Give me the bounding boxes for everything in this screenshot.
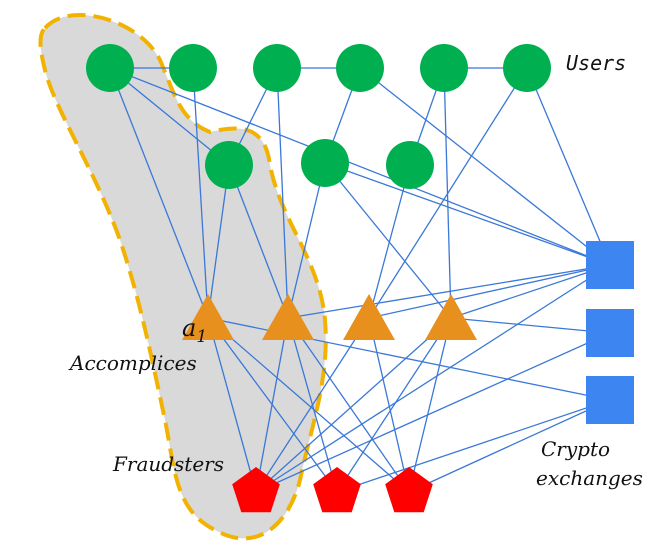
fraudster-node-f3 — [385, 467, 433, 513]
user-node-u5 — [420, 44, 468, 92]
edge-u4-e1 — [359, 67, 611, 266]
edge-a4-e1 — [450, 264, 611, 319]
a1-subscript-text: 1 — [196, 327, 207, 347]
edge-u1-a1 — [109, 67, 209, 319]
exchange-node-e2 — [586, 309, 634, 357]
edge-u6-e1 — [526, 67, 611, 266]
edge-f3-e3 — [408, 399, 611, 493]
edge-f1-e1 — [255, 264, 611, 493]
fraudsters-label: Fraudsters — [112, 452, 224, 476]
edge-u2-a1 — [192, 67, 209, 319]
edge-f1-e2 — [255, 332, 611, 493]
user-node-u4 — [336, 44, 384, 92]
edge-u7-a1 — [207, 164, 230, 319]
edge-a4-f1 — [255, 317, 452, 493]
edge-u8-e1 — [324, 162, 611, 266]
edge-u7-a2 — [228, 164, 289, 319]
edge-a3-f3 — [368, 317, 410, 493]
edge-a3-e1 — [368, 264, 611, 319]
crypto-exchanges-label-line2: exchanges — [536, 466, 643, 490]
exchange-node-e1 — [586, 241, 634, 289]
accomplice-node-a4 — [425, 294, 477, 340]
edge-u8-a2 — [287, 162, 326, 319]
edge-a2-f1 — [255, 317, 289, 493]
edge-u3-a2 — [276, 67, 289, 319]
user-node-u6 — [503, 44, 551, 92]
edge-u1-u7 — [109, 67, 230, 166]
accomplices-label: Accomplices — [68, 351, 197, 375]
edge-a2-f3 — [287, 317, 410, 493]
edge-a4-f2 — [336, 317, 452, 493]
edge-f2-e3 — [336, 399, 611, 493]
accomplice-node-a1 — [182, 294, 234, 340]
accomplice-a1-label: a1 — [182, 314, 207, 347]
accomplice-node-a3 — [343, 294, 395, 340]
edge-a1-f3 — [207, 317, 410, 493]
nodes-layer — [86, 44, 634, 513]
user-node-u7 — [205, 141, 253, 189]
fraudster-node-f2 — [313, 467, 361, 513]
edge-u6-a3 — [368, 67, 528, 319]
edge-u1-e1 — [109, 67, 611, 266]
crypto-exchanges-label-line1: Crypto — [541, 437, 610, 461]
edge-a1-f1 — [207, 317, 257, 493]
user-node-u9 — [386, 141, 434, 189]
fraud-group-region — [38, 12, 328, 541]
user-node-u2 — [169, 44, 217, 92]
accomplice-node-a2 — [262, 294, 314, 340]
a1-main-text: a — [182, 314, 196, 342]
user-node-u8 — [301, 139, 349, 187]
user-node-u3 — [253, 44, 301, 92]
user-node-u1 — [86, 44, 134, 92]
edge-a2-e1 — [287, 264, 611, 319]
edge-u8-a4 — [324, 162, 452, 319]
edge-a4-e2 — [450, 317, 611, 334]
fraudster-node-f1 — [232, 467, 280, 513]
edge-a4-f3 — [408, 317, 452, 493]
users-label: Users — [566, 51, 626, 75]
exchange-node-e3 — [586, 376, 634, 424]
